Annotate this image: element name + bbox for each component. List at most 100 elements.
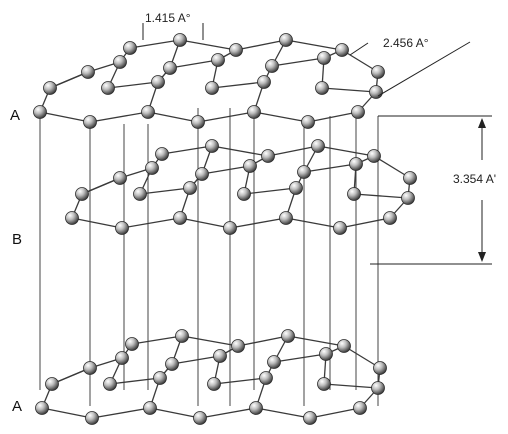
bond-line: [147, 111, 199, 123]
bond-line: [107, 81, 159, 89]
bond-line: [197, 111, 255, 123]
lattice-constant-label: 2.456 A°: [383, 36, 429, 50]
carbon-atom: [81, 65, 95, 79]
bond-line: [149, 407, 201, 419]
carbon-atom: [369, 85, 383, 99]
bond-line: [303, 163, 357, 173]
carbon-atom: [335, 43, 349, 57]
bond-line: [237, 335, 289, 347]
carbon-atom: [229, 43, 243, 57]
bond-line: [91, 407, 151, 419]
carbon-atom: [115, 221, 129, 235]
bond-line: [273, 353, 327, 363]
bond-line: [179, 217, 231, 229]
bond-line: [201, 165, 251, 175]
carbon-atom: [85, 411, 99, 425]
layer-label-top-a: A: [10, 107, 20, 124]
bond-line: [129, 39, 181, 49]
carbon-atom: [65, 211, 79, 225]
carbon-atom: [205, 139, 219, 153]
carbon-atom: [151, 75, 165, 89]
carbon-atom: [401, 191, 415, 205]
carbon-atom: [297, 165, 311, 179]
bond-line: [139, 187, 191, 195]
bond-line: [199, 407, 257, 419]
carbon-atom: [371, 381, 385, 395]
carbon-atom: [83, 361, 97, 375]
carbon-atom: [347, 187, 361, 201]
bond-line: [341, 49, 379, 73]
carbon-atom: [319, 347, 333, 361]
carbon-atom: [207, 377, 221, 391]
layer-label-bottom-a: A: [12, 398, 22, 415]
carbon-atom: [113, 55, 127, 69]
bond-line: [255, 407, 311, 419]
bond-line: [287, 335, 345, 347]
bond-line: [307, 111, 359, 123]
bond-line: [211, 81, 265, 89]
bond-line: [121, 217, 181, 229]
carbon-atom: [249, 401, 263, 415]
carbon-atom: [243, 159, 257, 173]
bond-length-label: 1.415 A°: [145, 11, 191, 25]
dimension-marks: [142, 23, 492, 265]
bond-line: [161, 145, 213, 155]
carbon-atom: [237, 187, 251, 201]
bond-line: [267, 145, 319, 157]
carbon-atom: [223, 221, 237, 235]
carbon-atom: [403, 171, 417, 185]
bond-line: [339, 217, 391, 229]
bond-line: [179, 39, 237, 51]
bond-line: [71, 217, 123, 229]
bond-line: [285, 39, 343, 51]
bond-line: [285, 217, 341, 229]
carbon-atom: [141, 105, 155, 119]
bond-line: [171, 355, 221, 365]
carbon-atom: [165, 357, 179, 371]
bond-line: [235, 39, 287, 51]
bond-line: [271, 57, 325, 67]
bond-line: [229, 217, 287, 229]
bond-line: [323, 383, 379, 389]
carbon-atom: [173, 211, 187, 225]
carbon-atom: [45, 377, 59, 391]
carbon-atom: [125, 337, 139, 351]
bond-line: [353, 193, 409, 199]
layer-b: [65, 139, 417, 235]
bond-line: [181, 335, 239, 347]
carbon-atom: [247, 105, 261, 119]
carbon-atom: [371, 65, 385, 79]
bond-line: [321, 87, 377, 93]
carbon-atom: [83, 115, 97, 129]
bond-line: [213, 377, 267, 385]
carbon-atom: [281, 329, 295, 343]
carbon-atom: [337, 339, 351, 353]
bond-line: [309, 407, 361, 419]
bond-line: [211, 145, 269, 157]
carbon-atom: [353, 401, 367, 415]
carbon-atom: [259, 371, 273, 385]
carbon-atom: [213, 349, 227, 363]
carbon-atom: [315, 81, 329, 95]
carbon-atom: [163, 61, 177, 75]
layer-a-top: [33, 33, 385, 129]
carbon-atom: [101, 81, 115, 95]
bond-line: [89, 111, 149, 123]
bond-line: [317, 145, 375, 157]
carbon-atom: [289, 181, 303, 195]
interlayer-spacing-label: 3.354 A': [453, 172, 496, 186]
carbon-atom: [367, 149, 381, 163]
carbon-atom: [35, 401, 49, 415]
bond-line: [169, 59, 219, 69]
carbon-atom: [191, 115, 205, 129]
carbon-atom: [143, 401, 157, 415]
carbon-atom: [113, 171, 127, 185]
carbon-atom: [175, 329, 189, 343]
carbon-atom: [303, 411, 317, 425]
carbon-atom: [317, 377, 331, 391]
carbon-atom: [133, 187, 147, 201]
carbon-atom: [75, 187, 89, 201]
carbon-atom: [279, 33, 293, 47]
carbon-atom: [183, 181, 197, 195]
